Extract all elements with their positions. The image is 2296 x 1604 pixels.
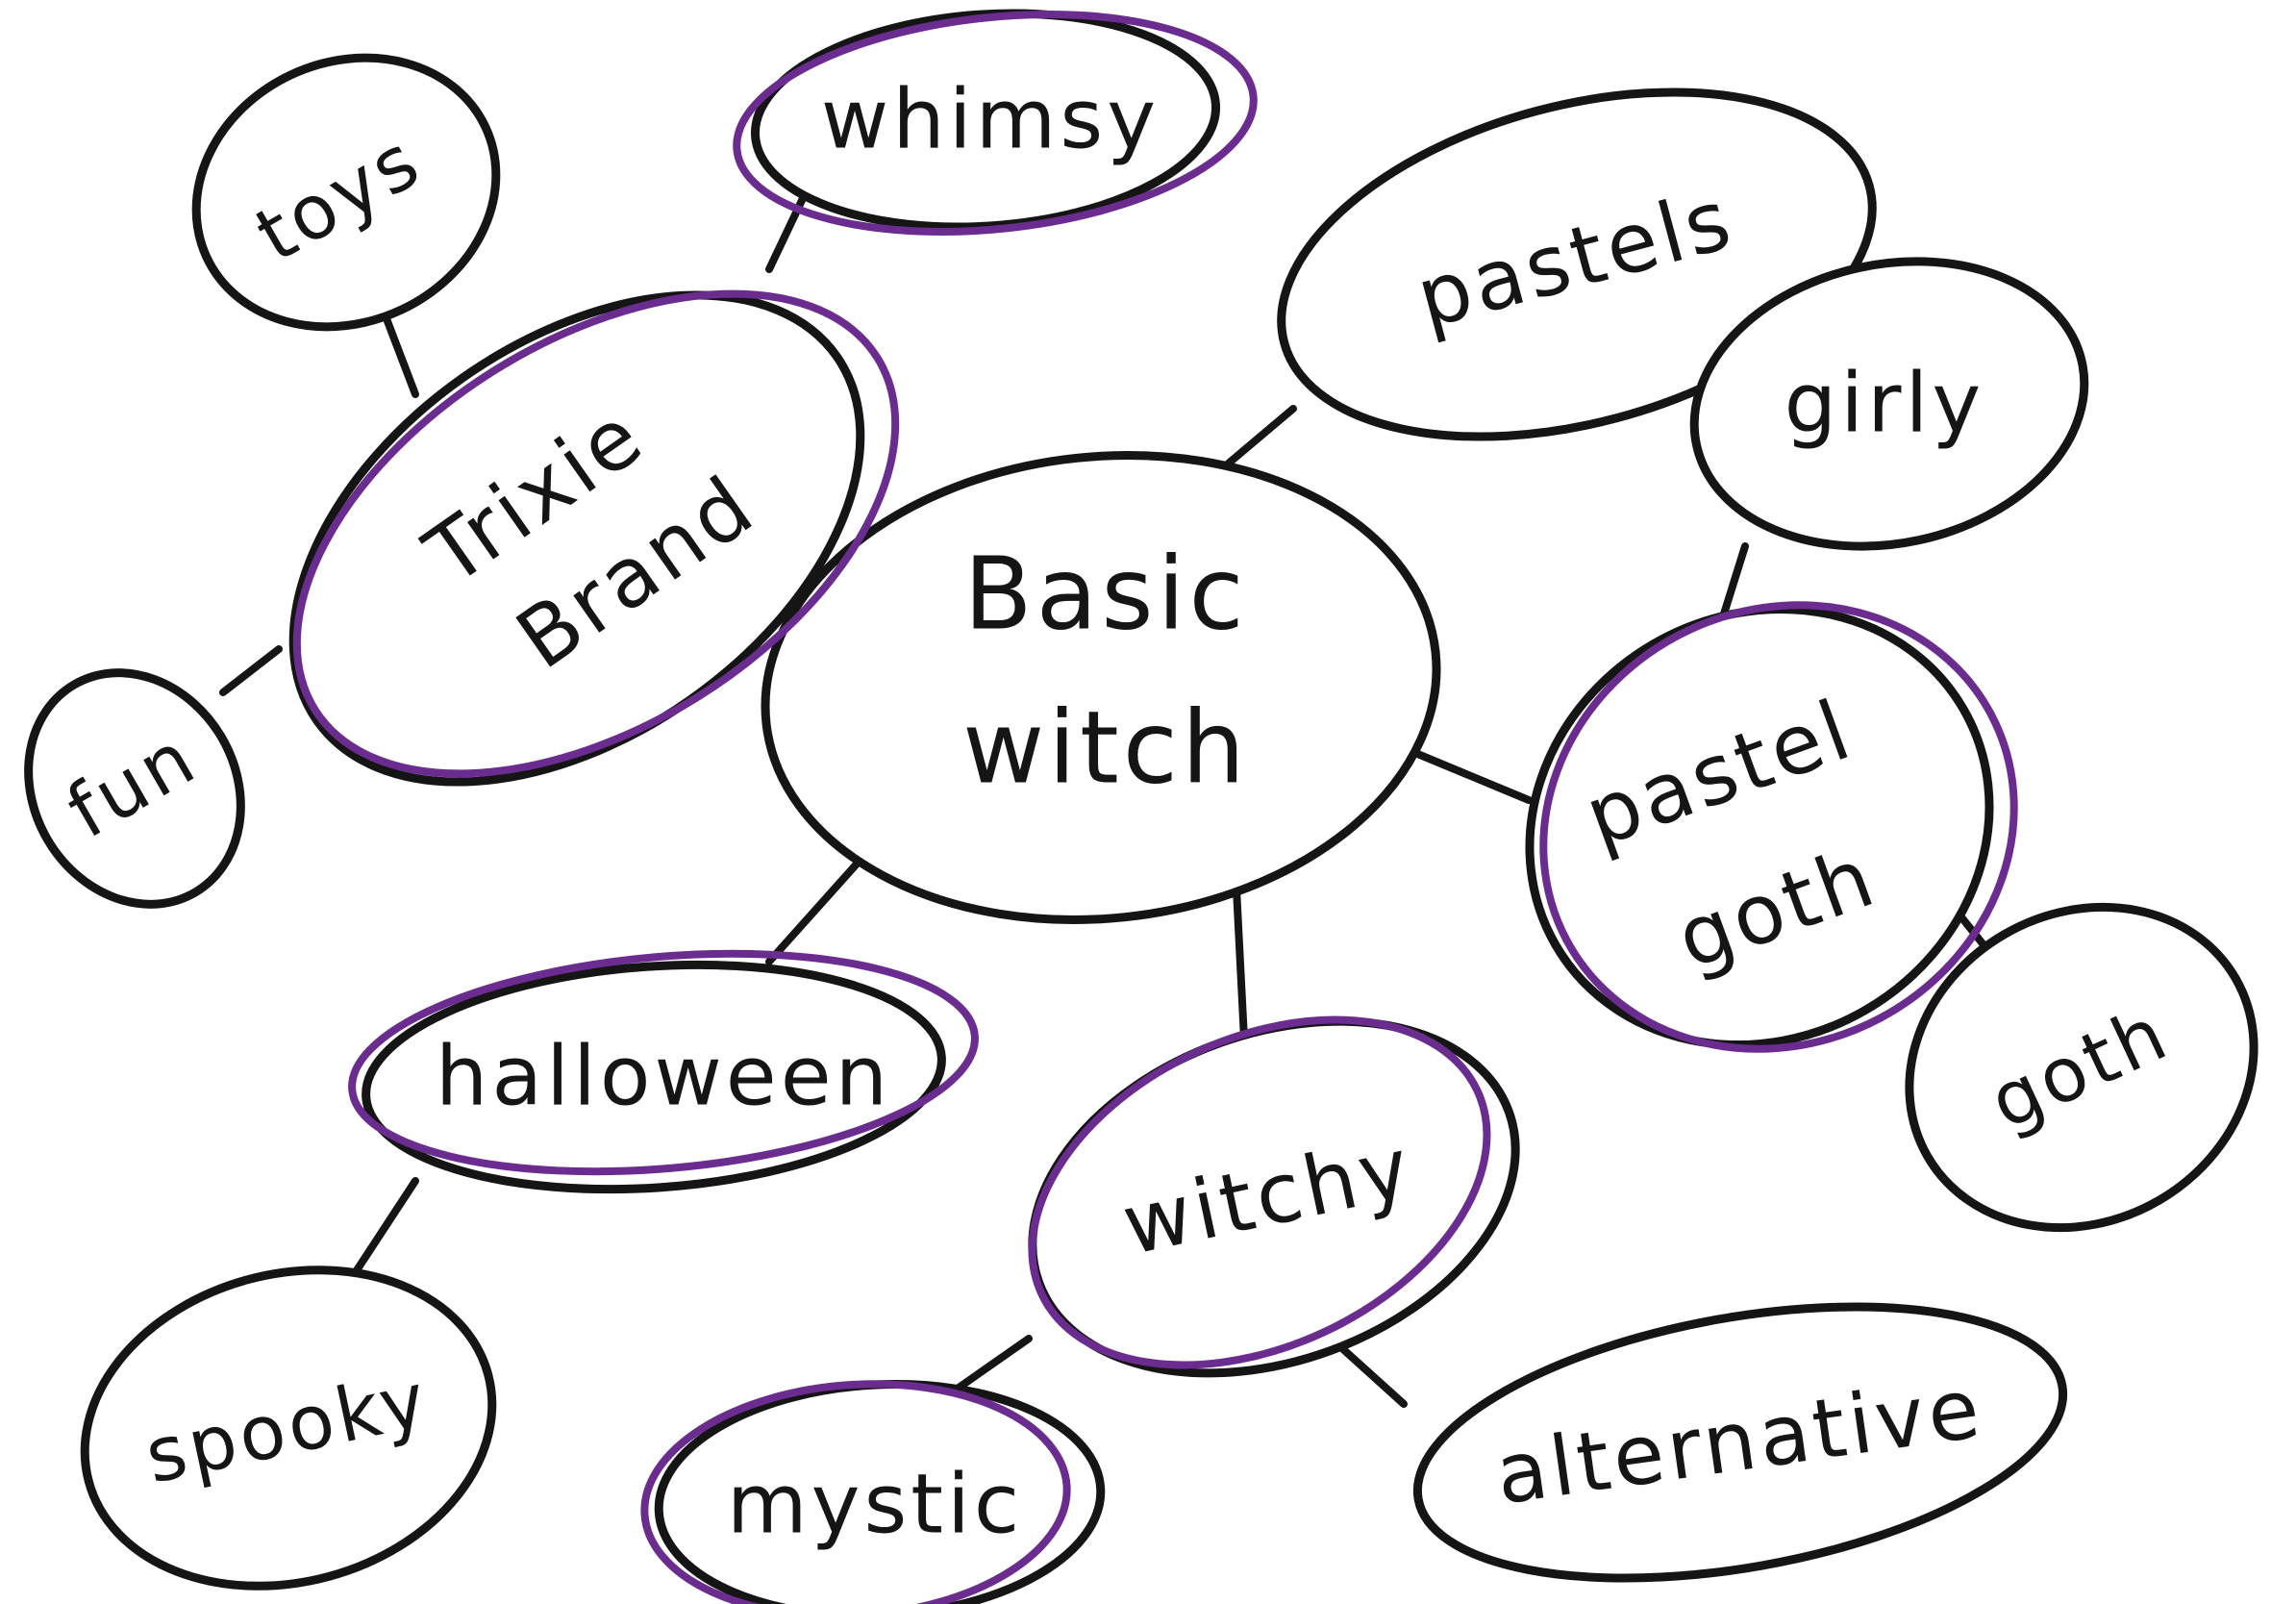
node-label: girly — [1784, 355, 1985, 451]
node-outline — [24, 668, 245, 909]
highlight-ring — [292, 289, 900, 778]
node-toys: toys — [191, 53, 501, 332]
edge-center-pastelgoth — [1400, 744, 1533, 804]
edge-trixie-whimsy — [765, 188, 810, 273]
node-outline — [1905, 902, 2259, 1233]
node-label: whimsy — [821, 71, 1160, 167]
node-whimsy: whimsy — [733, 9, 1258, 236]
edge-center-witchy — [1232, 866, 1249, 1062]
node-outline — [1412, 1302, 2068, 1583]
node-label: mystic — [727, 1456, 1023, 1552]
node-label-line2: witch — [962, 689, 1249, 806]
edge-pastelgoth-girly — [1717, 542, 1749, 627]
node-outline — [362, 960, 946, 1194]
node-witchy: witchy — [1028, 1015, 1520, 1378]
node-girly: girly — [1689, 257, 2089, 551]
edge-trixie-fun — [219, 645, 283, 696]
node-outline — [80, 1266, 497, 1591]
node-fun: fun — [24, 668, 245, 909]
node-pastel-goth: pastel goth — [1525, 601, 2018, 1053]
node-spooky: spooky — [80, 1266, 497, 1591]
node-alternative: alternative — [1412, 1302, 2068, 1583]
node-halloween: halloween — [348, 949, 979, 1194]
node-goth: goth — [1905, 902, 2259, 1233]
node-label: halloween — [436, 1028, 891, 1124]
edge-witchy-alternative — [1331, 1338, 1408, 1408]
node-basic-witch: Basic witch — [761, 451, 1441, 924]
node-mystic: mystic — [640, 1380, 1106, 1604]
node-outline — [191, 53, 501, 332]
edge-center-pastels — [1215, 405, 1297, 475]
node-label-line1: Basic — [963, 535, 1247, 652]
node-outline — [1525, 604, 1994, 1050]
highlight-ring — [1539, 601, 2018, 1053]
highlight-ring — [348, 949, 979, 1176]
node-outline — [1689, 257, 2089, 551]
highlight-ring — [640, 1380, 1071, 1604]
node-outline — [761, 451, 1441, 924]
highlight-ring — [1028, 1015, 1491, 1369]
node-trixie-brand: Trixie Brand — [288, 289, 900, 787]
highlight-ring — [733, 11, 1258, 236]
